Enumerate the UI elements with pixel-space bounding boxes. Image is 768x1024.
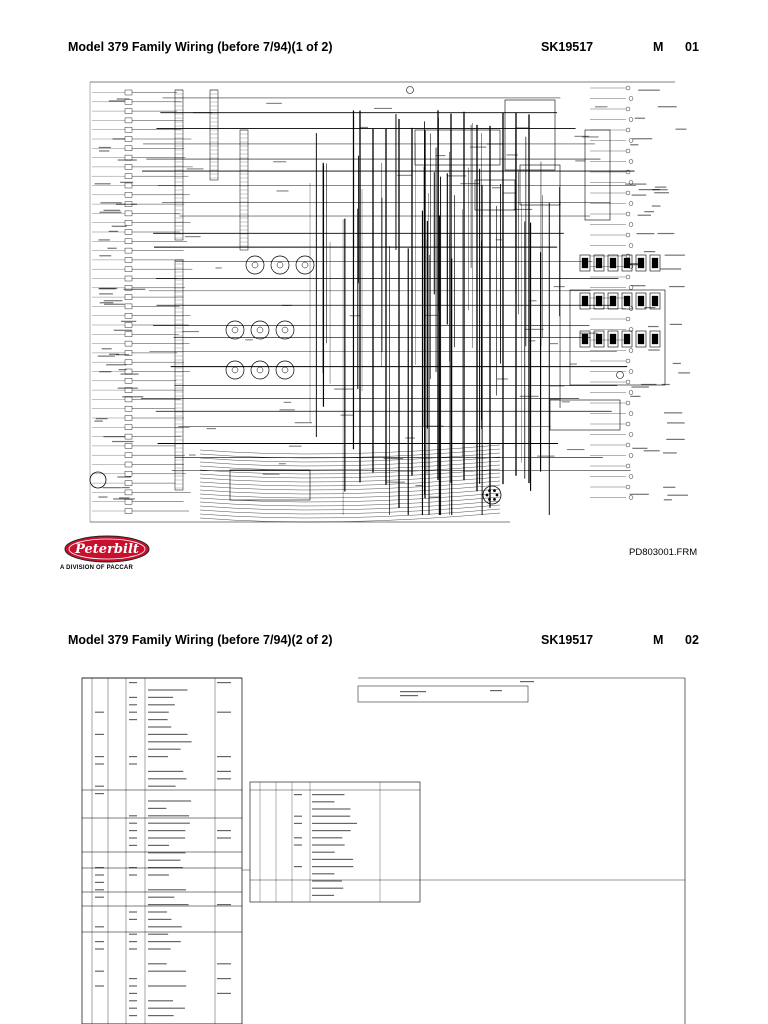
page-2-m-label: M xyxy=(653,633,664,647)
svg-text:Peterbilt: Peterbilt xyxy=(74,542,139,557)
page-1-title: Model 379 Family Wiring (before 7/94)(1 … xyxy=(68,40,333,54)
page-1-sheet-number: SK19517 xyxy=(541,40,594,54)
logo-tagline: A DIVISION OF PACCAR xyxy=(60,565,134,571)
page-2-title: Model 379 Family Wiring (before 7/94)(2 … xyxy=(68,633,333,647)
wire-table xyxy=(81,677,686,1024)
page-2-page-number: 02 xyxy=(685,633,699,647)
page-1-header: Model 379 Family Wiring (before 7/94)(1 … xyxy=(0,40,768,60)
peterbilt-logo: Peterbilt xyxy=(64,535,150,563)
wiring-diagram xyxy=(89,81,690,523)
page-1-page-number: 01 xyxy=(685,40,699,54)
page-2-sheet-number: SK19517 xyxy=(541,633,594,647)
file-reference: PD803001.FRM xyxy=(629,547,698,558)
page-1-m-label: M xyxy=(653,40,664,54)
page-2-header: Model 379 Family Wiring (before 7/94)(2 … xyxy=(0,633,768,653)
